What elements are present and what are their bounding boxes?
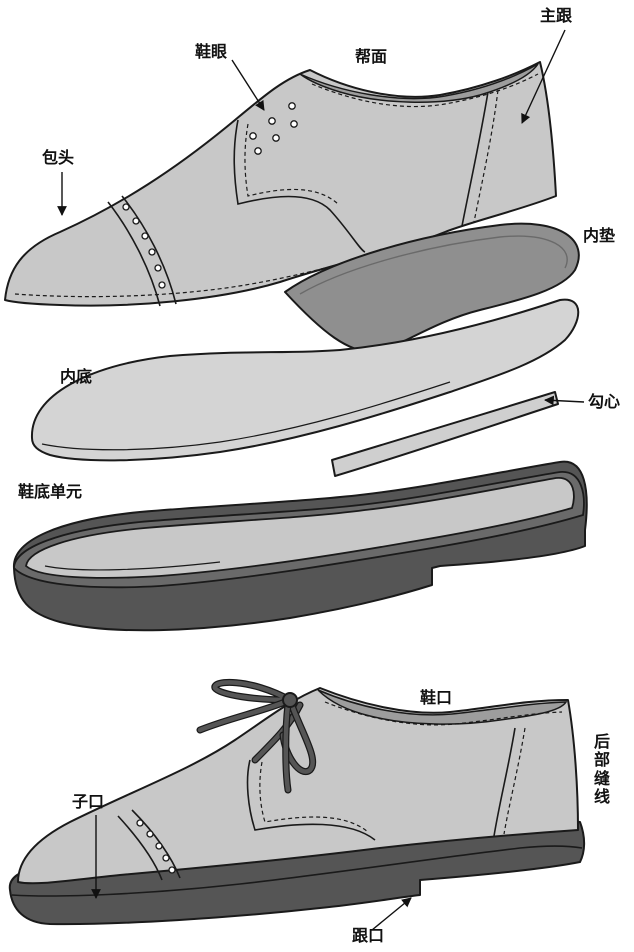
perforation-hole: [168, 866, 176, 874]
label-genkou: 跟口: [352, 926, 385, 945]
eyelet: [268, 117, 276, 125]
perforation-hole: [155, 842, 163, 850]
upper: [4, 61, 557, 307]
label-houbu-fengxian: 后 部 缝 线: [593, 732, 611, 807]
perforation-hole: [148, 248, 156, 256]
perforation-hole: [136, 819, 144, 827]
eyelet: [272, 134, 280, 142]
inner-sole: [30, 298, 580, 462]
label-bangmian: 帮面: [355, 47, 388, 66]
label-houbu-fengxian-char: 后: [593, 732, 610, 751]
perforation-hole: [146, 830, 154, 838]
arrow-genkou: [371, 897, 412, 931]
label-neidi: 内底: [60, 367, 93, 386]
leader-lines: [57, 29, 585, 931]
perforation-hole: [132, 217, 140, 225]
arrow-xieyan: [231, 59, 265, 111]
assembled-shoe: [8, 678, 586, 926]
eyelet: [288, 102, 296, 110]
label-xieyan: 鞋眼: [195, 42, 228, 61]
arrow-zhugen: [521, 29, 566, 124]
label-baotou: 包头: [42, 148, 75, 167]
sole-unit: [12, 460, 588, 632]
label-houbu-fengxian-char: 部: [593, 750, 610, 770]
label-houbu-fengxian-char: 线: [593, 787, 610, 807]
label-zikou: 子口: [72, 792, 105, 811]
eyelet: [249, 132, 257, 140]
perforation-hole: [154, 264, 162, 272]
perforation-hole: [122, 203, 130, 211]
label-xiedi-danyuan: 鞋底单元: [18, 482, 83, 501]
perforation-hole: [158, 281, 166, 289]
label-neidian: 内垫: [583, 226, 616, 245]
perforation-hole: [162, 854, 170, 862]
perforation-hole: [141, 232, 149, 240]
eyelet: [254, 147, 262, 155]
shank: [331, 391, 559, 477]
label-xiekou: 鞋口: [420, 688, 453, 707]
label-zhugen: 主跟: [540, 6, 573, 25]
label-houbu-fengxian-char: 缝: [593, 768, 610, 788]
shoelace: [196, 678, 317, 794]
arrow-gouxin: [544, 395, 585, 406]
label-gouxin: 勾心: [588, 392, 621, 411]
eyelet: [290, 120, 298, 128]
